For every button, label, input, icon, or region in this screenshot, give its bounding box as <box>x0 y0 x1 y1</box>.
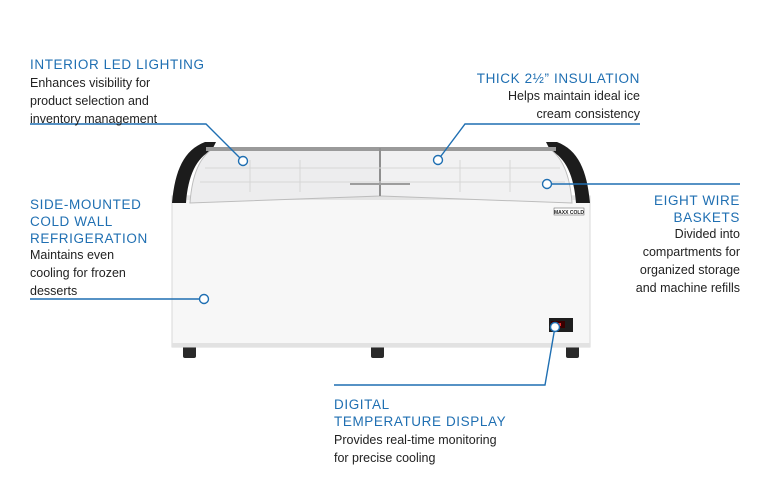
caster-wheel <box>566 345 579 358</box>
insulation-leader-line <box>437 123 640 161</box>
description-line: Enhances visibility for <box>30 76 151 90</box>
insulation-description: Helps maintain ideal ice cream consisten… <box>508 87 640 123</box>
brand-plate <box>553 207 585 216</box>
description-line: organized storage <box>639 263 740 277</box>
sliding-glass-lid <box>379 147 573 204</box>
title-line: SIDE-MOUNTED <box>30 197 142 212</box>
led-lighting-description: Enhances visibility for product selectio… <box>30 74 157 128</box>
sliding-glass-lid <box>189 147 381 204</box>
title-line: REFRIGERATION <box>30 231 148 246</box>
description-line: cooling for frozen <box>30 266 126 280</box>
coldwall-description: Maintains even cooling for frozen desser… <box>30 246 126 300</box>
title-line: COLD WALL <box>30 214 113 229</box>
freezer-cabinet <box>171 195 591 348</box>
description-line: desserts <box>30 284 78 298</box>
description-line: for precise cooling <box>334 451 436 465</box>
coldwall-marker-dot <box>198 293 210 305</box>
display-leader-line <box>334 326 556 386</box>
led-lighting-title: INTERIOR LED LIGHTING <box>30 57 205 72</box>
title-line: EIGHT WIRE <box>653 193 740 208</box>
caster-wheel <box>183 345 196 358</box>
description-line: and machine refills <box>635 281 740 295</box>
description-line: cream consistency <box>536 107 640 121</box>
baskets-description: Divided into compartments for organized … <box>636 225 740 297</box>
brand-label: MAXX COLD <box>554 210 584 216</box>
caster-wheel <box>371 345 384 358</box>
insulation-title: THICK 2½” INSULATION <box>476 71 640 86</box>
display-description: Provides real-time monitoring for precis… <box>334 431 497 467</box>
insulation-marker-dot <box>432 154 444 166</box>
left-end-cap <box>172 142 216 203</box>
display-marker-dot <box>549 321 561 333</box>
baskets-marker-dot <box>541 178 553 190</box>
baskets-title: EIGHT WIRE BASKETS <box>654 192 740 226</box>
coldwall-title: SIDE-MOUNTED COLD WALL REFRIGERATION <box>30 196 148 247</box>
description-line: inventory management <box>30 112 158 126</box>
description-line: Divided into <box>674 227 740 241</box>
right-end-cap <box>546 142 590 203</box>
description-line: compartments for <box>642 245 740 259</box>
display-title: DIGITAL TEMPERATURE DISPLAY <box>334 396 506 430</box>
title-line: DIGITAL <box>334 397 390 412</box>
description-line: Maintains even <box>30 248 115 262</box>
title-line: BASKETS <box>673 210 740 225</box>
led-leader-line <box>30 123 244 162</box>
description-line: Helps maintain ideal ice <box>507 89 640 103</box>
led-marker-dot <box>237 155 249 167</box>
title-line: TEMPERATURE DISPLAY <box>334 414 507 429</box>
description-line: Provides real-time monitoring <box>334 433 497 447</box>
description-line: product selection and <box>30 94 149 108</box>
